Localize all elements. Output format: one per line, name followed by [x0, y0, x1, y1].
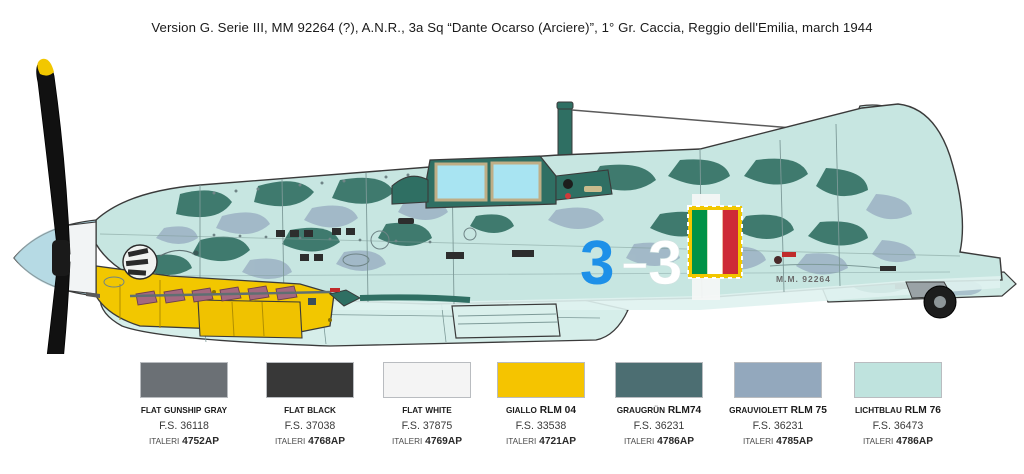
paint-brand-code: ITALERI 4786AP — [862, 436, 933, 447]
colour-chip — [734, 362, 822, 398]
paint-swatch-1: FLAT BLACK F.S. 37038 ITALERI 4768AP — [236, 362, 384, 448]
italian-tricolour-fuselage-flag — [687, 205, 743, 279]
fuselage-code-left: 3 — [580, 229, 614, 298]
propeller-blades — [36, 58, 71, 354]
nose-detail-panel — [103, 244, 199, 288]
paint-brand-code: ITALERI 4785AP — [742, 436, 813, 447]
paint-name: GRAUVIOLETT RLM 75 — [729, 405, 827, 416]
paint-fs-code: F.S. 36231 — [633, 420, 685, 432]
paint-fs-code: F.S. 36231 — [752, 420, 804, 432]
paint-swatch-0: FLAT GUNSHIP GRAY F.S. 36118 ITALERI 475… — [110, 362, 258, 448]
paint-fs-code: F.S. 37875 — [401, 420, 453, 432]
exhaust-stacks — [129, 285, 331, 306]
colour-chip — [140, 362, 228, 398]
paint-name: FLAT GUNSHIP GRAY — [140, 406, 228, 415]
cockpit-canopy — [391, 155, 613, 209]
paint-name: LICHTBLAU RLM 76 — [855, 405, 941, 416]
paint-brand-code: ITALERI 4768AP — [274, 436, 345, 447]
paint-swatch-5: GRAUVIOLETT RLM 75 F.S. 36231 ITALERI 47… — [704, 362, 852, 448]
page-title: Version G. Serie III, MM 92264 (?), A.N.… — [151, 20, 873, 35]
rear-fuselage-detail — [769, 252, 881, 269]
serial-stencil: M.M. 92264 — [776, 274, 831, 284]
paint-swatch-3: GIALLO RLM 04 F.S. 33538 ITALERI 4721AP — [467, 362, 615, 448]
aircraft-profile-illustration: 3 – 3 M.M. 92264 — [0, 44, 1024, 354]
stencil-markings — [276, 218, 896, 271]
paint-swatch-2: FLAT WHITE F.S. 37875 ITALERI 4769AP — [353, 362, 501, 448]
paint-brand-code: ITALERI 4721AP — [505, 436, 576, 447]
paint-fs-code: F.S. 36473 — [872, 420, 924, 432]
fuselage-code: 3 – 3 — [580, 229, 683, 299]
paint-fs-code: F.S. 33538 — [515, 420, 567, 432]
paint-name: GIALLO RLM 04 — [505, 405, 576, 416]
colour-chip — [615, 362, 703, 398]
paint-name: GRAUGRÜN RLM74 — [616, 405, 702, 416]
paint-swatch-4: GRAUGRÜN RLM74 F.S. 36231 ITALERI 4786AP — [585, 362, 733, 448]
paint-name: FLAT WHITE — [402, 406, 452, 415]
paint-brand-code: ITALERI 4786AP — [623, 436, 694, 447]
belly-radiator — [451, 303, 561, 339]
wing-details — [86, 288, 340, 298]
colour-chip — [854, 362, 942, 398]
paint-brand-code: ITALERI 4769AP — [391, 436, 462, 447]
colour-chip — [266, 362, 354, 398]
paint-name: FLAT BLACK — [284, 406, 336, 415]
colour-chip — [383, 362, 471, 398]
paint-fs-code: F.S. 37038 — [284, 420, 336, 432]
colour-chip — [497, 362, 585, 398]
fuselage-code-right: 3 — [648, 229, 682, 298]
paint-brand-code: ITALERI 4752AP — [148, 436, 219, 447]
fuselage — [95, 103, 1003, 310]
paint-swatch-6: LICHTBLAU RLM 76 F.S. 36473 ITALERI 4786… — [824, 362, 972, 448]
tailwheel — [905, 281, 957, 319]
paint-fs-code: F.S. 36118 — [159, 420, 209, 432]
paint-colour-legend: FLAT GUNSHIP GRAY F.S. 36118 ITALERI 475… — [0, 362, 1024, 474]
fuselage-code-dash: – — [622, 236, 648, 288]
propeller-assembly — [13, 58, 97, 354]
